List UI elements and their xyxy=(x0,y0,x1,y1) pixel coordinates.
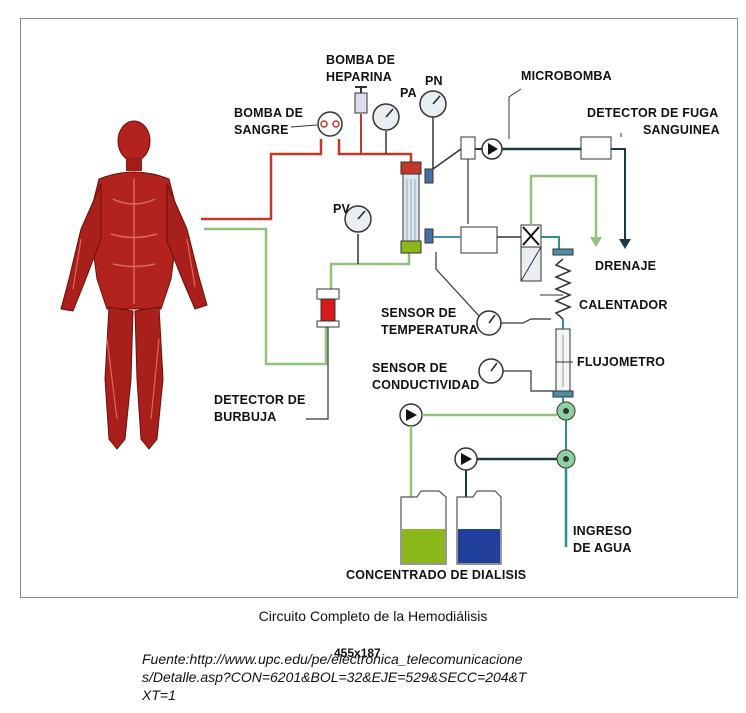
image-size-stamp: 455x187 xyxy=(334,646,381,660)
source-line-1: Fuente:http://www.upc.edu/pe/electronica… xyxy=(142,651,523,667)
label-heparin-pump-2: HEPARINA xyxy=(326,70,392,84)
label-microbomba: MICROBOMBA xyxy=(521,69,612,83)
label-cond-sensor-2: CONDUCTIVIDAD xyxy=(372,378,479,392)
label-blood-pump-2: SANGRE xyxy=(234,123,289,137)
label-bubble-detector-2: BURBUJA xyxy=(214,410,277,424)
label-temp-sensor-1: SENSOR DE xyxy=(381,306,456,320)
blood-pump xyxy=(317,111,343,137)
human-body-figure xyxy=(60,120,208,450)
diagram-labels: BOMBA DE HEPARINA BOMBA DE SANGRE PA PN … xyxy=(214,53,720,582)
dialyzer xyxy=(400,161,434,254)
dialysate-circuit xyxy=(399,136,631,547)
label-pv: PV xyxy=(333,202,351,216)
label-pa: PA xyxy=(400,86,417,100)
concentrate-container-blue xyxy=(456,490,502,565)
figure-caption: Circuito Completo de la Hemodiálisis xyxy=(258,608,488,624)
concentrate-container-green xyxy=(400,490,447,565)
label-concentrate: CONCENTRADO DE DIALISIS xyxy=(346,568,526,582)
diagram-svg: BOMBA DE HEPARINA BOMBA DE SANGRE PA PN … xyxy=(60,53,720,582)
gauge-pv xyxy=(344,205,372,233)
label-flujometro: FLUJOMETRO xyxy=(577,355,665,369)
label-leak-detector-2: SANGUINEA xyxy=(643,123,720,137)
label-bubble-detector-1: DETECTOR DE xyxy=(214,393,306,407)
leader-lines xyxy=(290,88,622,363)
heparin-pump-syringe xyxy=(354,86,368,114)
gauge-pa xyxy=(372,103,400,131)
bubble-detector xyxy=(306,288,340,420)
label-water-inlet-1: INGRESO xyxy=(573,524,632,538)
label-leak-detector-1: DETECTOR DE FUGA xyxy=(587,106,718,120)
label-cond-sensor-1: SENSOR DE xyxy=(372,361,447,375)
label-temp-sensor-2: TEMPERATURA xyxy=(381,323,478,337)
label-pn: PN xyxy=(425,74,443,88)
hemodialysis-diagram: BOMBA DE HEPARINA BOMBA DE SANGRE PA PN … xyxy=(20,18,738,598)
label-blood-pump-1: BOMBA DE xyxy=(234,106,303,120)
gauge-pn xyxy=(419,90,447,118)
label-drenaje: DRENAJE xyxy=(595,259,656,273)
source-line-2: s/Detalle.asp?CON=6201&BOL=32&EJE=529&SE… xyxy=(142,669,527,685)
label-calentador: CALENTADOR xyxy=(579,298,668,312)
source-line-3: XT=1 xyxy=(142,687,176,703)
label-water-inlet-2: DE AGUA xyxy=(573,541,632,555)
label-heparin-pump-1: BOMBA DE xyxy=(326,53,395,67)
blood-circuit xyxy=(201,114,434,366)
source-citation: Fuente:http://www.upc.edu/pe/electronica… xyxy=(142,650,582,704)
